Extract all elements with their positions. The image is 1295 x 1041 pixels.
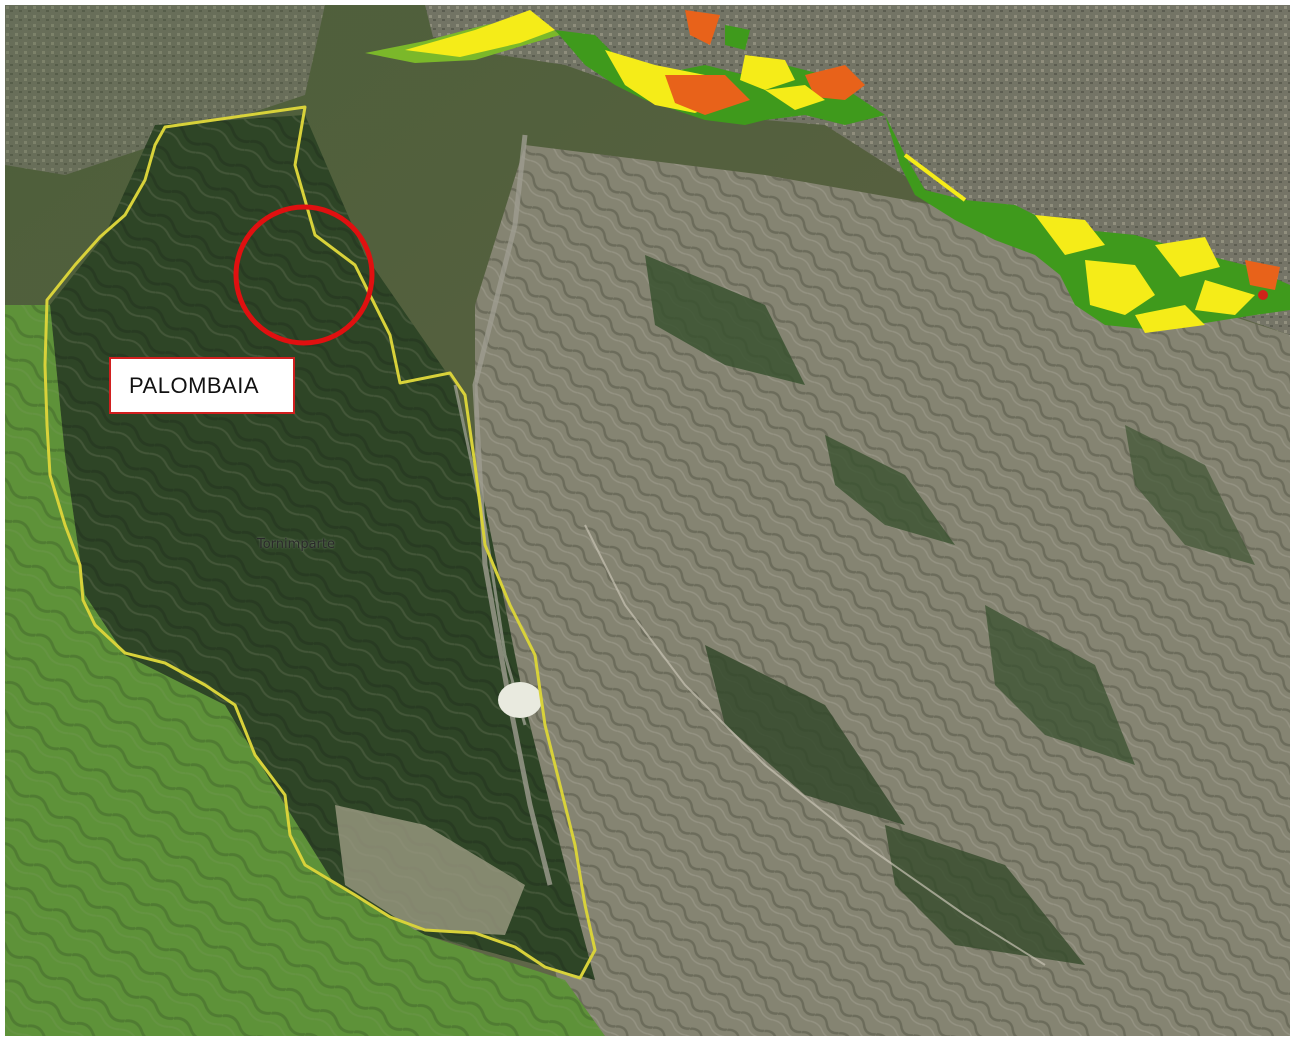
white-patch xyxy=(498,682,542,718)
area-name-text: PALOMBAIA xyxy=(129,372,260,398)
map-canvas xyxy=(5,5,1290,1036)
land-use-zones-icon xyxy=(365,10,1290,333)
rocky-texture xyxy=(475,145,1290,1036)
town-name-label: Tornimparte xyxy=(257,537,335,552)
road xyxy=(584,524,1046,966)
satellite-map[interactable]: PALOMBAIA Tornimparte xyxy=(5,5,1290,1036)
riverbed xyxy=(472,134,553,886)
study-area-boundary-icon xyxy=(43,105,597,980)
urban-area-west xyxy=(5,5,325,175)
highlight-circle-icon xyxy=(233,204,375,346)
area-name-label: PALOMBAIA xyxy=(109,357,295,414)
